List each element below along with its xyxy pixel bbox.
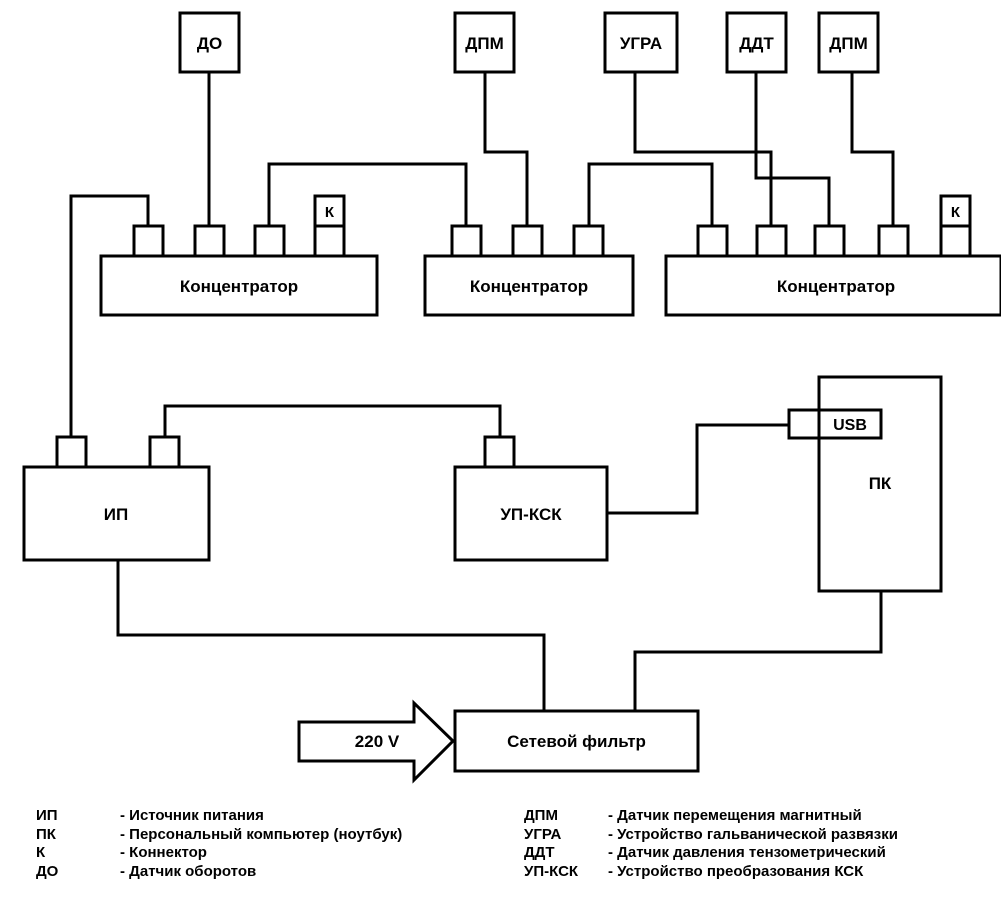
legend-abbr: ДДТ [524,844,555,861]
sensor-ddt-label: ДДТ [739,34,774,53]
usb-port [817,408,883,440]
sensor-ddt: ДДТ [725,11,788,74]
legend-row: К - Коннектор [36,844,402,863]
up-ksk-label: УП-КСК [500,505,562,524]
sensor-dpm-1-label: ДПМ [465,34,504,53]
legend-desc: - Устройство преобразования КСК [608,862,864,880]
legend-right: ДПМ - Датчик перемещения магнитный УГРА - … [524,807,898,881]
network-filter-label: Сетевой фильтр [507,732,646,751]
legend-row: УГРА - Устройство гальванической развязки [524,826,898,845]
legend-abbr: К [36,844,46,861]
usb-label: USB [833,417,867,434]
legend-row: ДО - Датчик оборотов [36,863,402,882]
sensor-ugra: УГРА [603,11,679,74]
hub-right-port-4 [877,224,910,258]
hub-left-label: Концентратор [180,277,298,296]
legend-row: УП-КСК - Устройство преобразования КСК [524,863,898,882]
wires [69,72,895,711]
connector-right-label: К [951,204,961,221]
wire-upksk-usb [607,423,789,515]
hub-middle-port-1 [450,224,483,258]
sensor-dpm-2-label: ДПМ [829,34,868,53]
wire-hub1-hub2 [267,162,468,226]
connector-right [939,194,972,228]
network-filter: Сетевой фильтр [453,709,700,773]
legend-desc: - Датчик оборотов [120,862,257,880]
connector-left-label: К [325,204,335,221]
hub-left-port-3 [253,224,286,258]
hub-middle-port-3 [572,224,605,258]
legend-desc: - Устройство гальванической развязки [608,825,898,843]
pc-label: ПК [869,474,892,493]
legend-row: ДДТ - Датчик давления тензометрический [524,844,898,863]
usb-plug [787,408,825,440]
hub-left: Концентратор К [99,194,379,317]
wire-ugra-hub3 [633,72,773,226]
legend-desc: - Источник питания [120,807,264,824]
input-voltage-label: 220 V [355,732,400,751]
power-supply-label: ИП [104,505,128,524]
hub-right: Концентратор К [664,194,1001,317]
legend-desc: - Датчик перемещения магнитный [608,807,862,824]
pc: ПК USB [787,375,943,593]
hub-right-port-3 [813,224,846,258]
up-ksk-port [483,435,516,469]
legend-abbr: ПК [36,825,56,843]
legend-row: ДПМ - Датчик перемещения магнитный [524,807,898,826]
hub-right-port-1 [696,224,729,258]
hub-left-port-2 [193,224,226,258]
legend-abbr: ДПМ [524,807,558,824]
hub-middle-label: Концентратор [470,277,588,296]
wiring-diagram: ДО ДПМ УГРА ДДТ ДПМ Концентратор К Конце… [22,11,1001,784]
legend-abbr: УГРА [524,825,562,843]
sensor-ugra-label: УГРА [620,34,662,53]
wire-ip-filter [116,560,546,711]
hub-middle-port-2 [511,224,544,258]
wire-dpm1-hub2 [483,72,529,226]
sensor-dpm-1: ДПМ [453,11,516,74]
legend-row: ПК - Персональный компьютер (ноутбук) [36,826,402,845]
legend-abbr: ИП [36,807,58,824]
connector-left [313,194,346,228]
wire-ddt-hub3 [754,72,831,226]
legend-desc: - Персональный компьютер (ноутбук) [120,825,403,843]
sensor-dpm-2: ДПМ [817,11,880,74]
wire-ip-upksk [163,404,502,437]
hub-left-port-1 [132,224,165,258]
legend-left: ИП - Источник питания ПК - Персональный ко… [36,807,402,881]
input-arrow: 220 V [297,699,456,784]
legend-row: ИП - Источник питания [36,807,402,826]
sensor-do-label: ДО [197,34,222,53]
power-supply-port-2 [148,435,181,469]
up-ksk-device: УП-КСК [453,435,609,562]
hub-middle: Концентратор [423,224,635,317]
sensor-do: ДО [178,11,241,74]
hub-right-label: Концентратор [777,277,895,296]
hub-left-port-4 [313,224,346,258]
power-supply-port-1 [55,435,88,469]
legend-abbr: ДО [36,862,59,880]
hub-right-port-5 [939,224,972,258]
wire-ip-hub1 [69,194,150,437]
power-supply: ИП [22,435,211,562]
hub-right-port-2 [755,224,788,258]
legend-desc: - Датчик давления тензометрический [608,844,886,861]
wire-hub2-hub3 [587,162,714,226]
legend-abbr: УП-КСК [524,862,579,880]
wire-dpm2-hub3 [850,72,895,226]
wire-pk-filter [633,591,883,711]
legend-desc: - Коннектор [120,844,207,861]
